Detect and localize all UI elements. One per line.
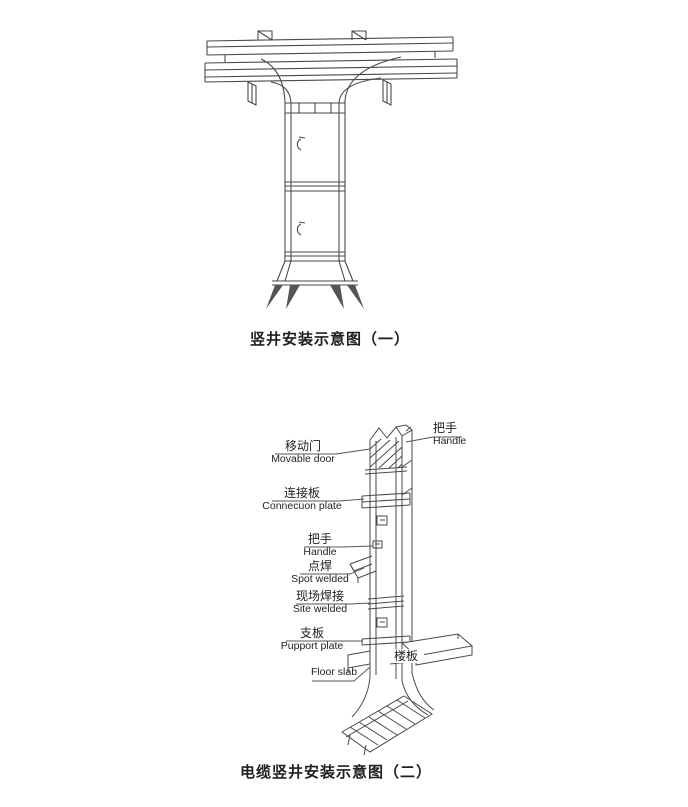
diagram2-caption: 电缆竖井安装示意图（二）: [239, 764, 432, 781]
bottom-elbow-and-horizontal-run: [341, 672, 435, 756]
movable-door-hatching: [369, 438, 403, 469]
label-handle-top: 把手 Handle: [433, 421, 477, 447]
vertical-ladder-column: [272, 101, 358, 286]
label-handle: 把手 Handle: [296, 532, 344, 558]
label-movable-door-cn: 移动门: [284, 439, 321, 453]
label-handle-top-en: Handle: [433, 435, 467, 447]
label-site-welded-cn: 现场焊接: [295, 589, 344, 603]
vertical-cable-tray: [341, 424, 474, 756]
shaft-installation-figure-1: 竖井安装示意图（一）: [0, 25, 688, 355]
label-movable-door-en: Movable door: [271, 453, 335, 465]
label-handle-top-cn: 把手: [433, 421, 458, 435]
label-support-plate-en: Pupport plate: [280, 640, 344, 652]
label-spot-welded-en: Spot welded: [291, 573, 349, 585]
site-weld-bands: [367, 595, 405, 610]
label-floor-slab-cn: 楼板: [388, 649, 424, 663]
label-connection-plate: 连接板 Connecuon plate: [262, 486, 342, 512]
label-connection-plate-en: Connecuon plate: [262, 500, 342, 512]
label-site-welded-en: Site welded: [292, 603, 348, 615]
label-spot-welded-cn: 点焊: [307, 559, 332, 573]
support-feet: [266, 285, 364, 309]
label-support-plate: 支板 Pupport plate: [278, 626, 346, 652]
label-spot-welded: 点焊 Spot welded: [290, 559, 350, 585]
diagram1-caption: 竖井安装示意图（一）: [249, 331, 410, 348]
label-site-welded: 现场焊接 Site welded: [286, 589, 354, 615]
label-connection-plate-cn: 连接板: [283, 486, 320, 500]
leader-lines: [272, 436, 462, 682]
cable-shaft-diagram-2-drawing: [272, 424, 474, 756]
label-handle-en: Handle: [303, 546, 337, 558]
connection-plate-band: [361, 487, 413, 509]
label-movable-door: 移动门 Movable door: [270, 439, 336, 465]
cable-shaft-installation-figure-2: 把手 Handle 移动门 Movable door 连接板 Connecuon…: [0, 415, 688, 807]
handle-clip: [372, 540, 383, 549]
shaft-diagram-1-drawing: [204, 30, 458, 309]
label-floor-slab-en: Floor slab: [310, 666, 358, 678]
top-handle-mark: [405, 426, 412, 432]
horizontal-tray-run: [204, 30, 458, 106]
label-handle-cn: 把手: [307, 532, 332, 546]
movable-door-top-notch: [369, 426, 403, 441]
label-support-plate-cn: 支板: [299, 626, 324, 640]
spot-weld-bracket: [349, 555, 377, 583]
